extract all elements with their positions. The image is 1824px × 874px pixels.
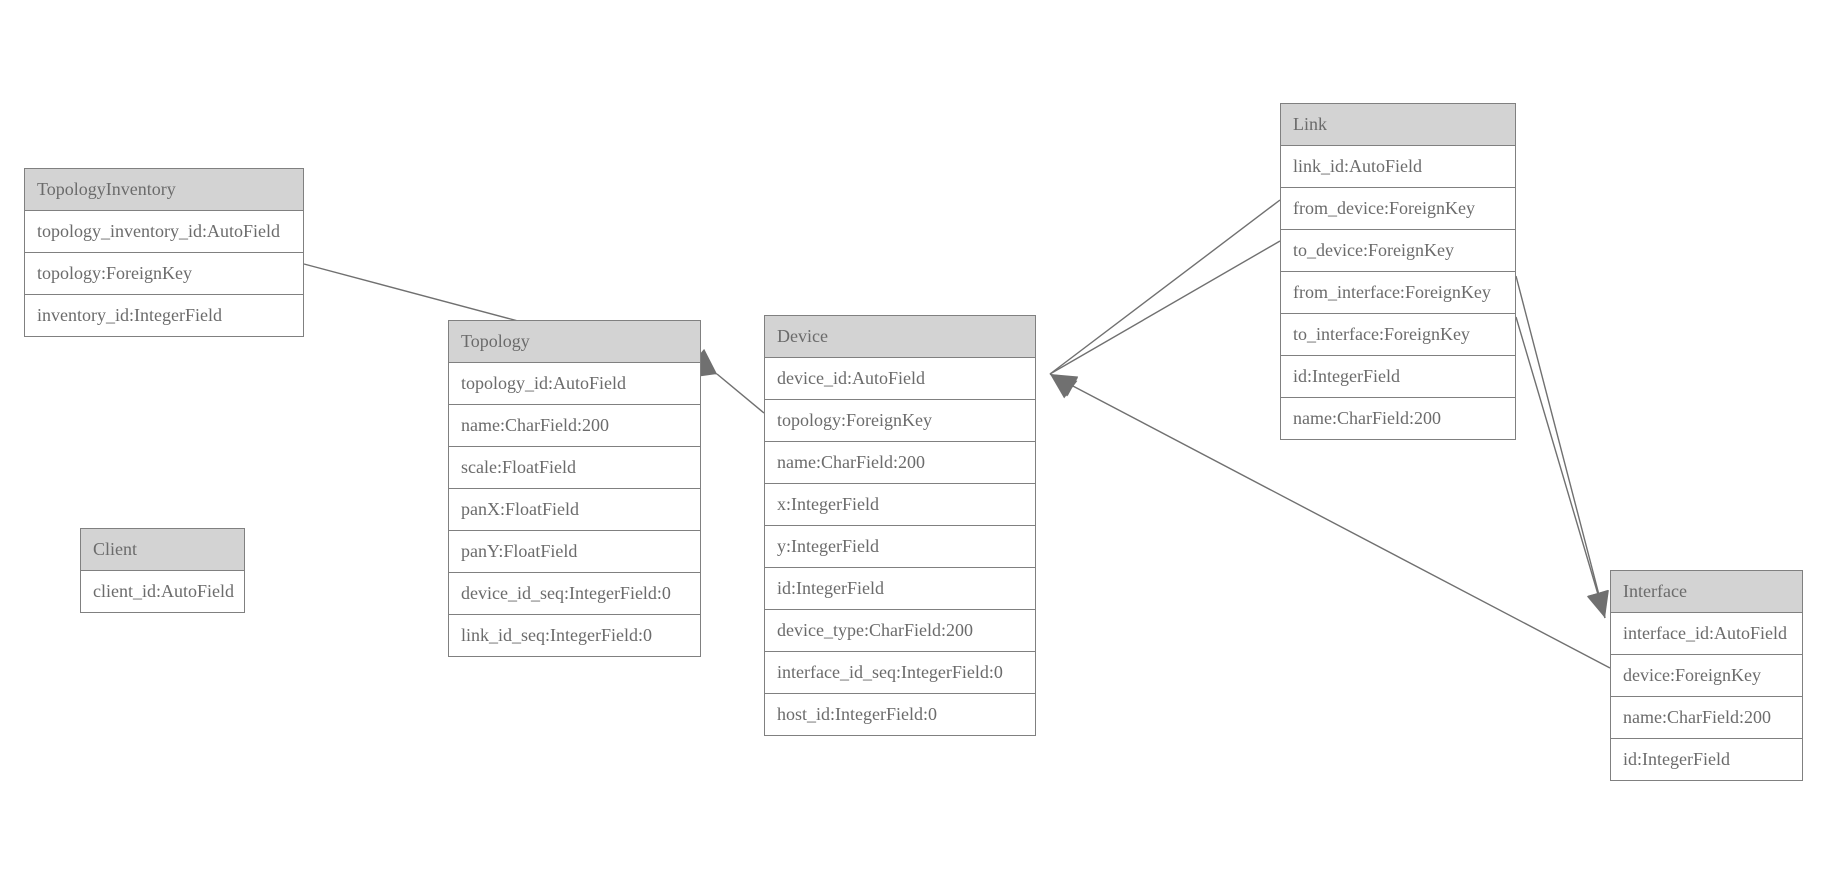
relation-line [1515, 275, 1606, 619]
field-row: device:ForeignKey [1611, 655, 1802, 697]
field-row: link_id_seq:IntegerField:0 [449, 615, 700, 656]
rel-device-topology [690, 348, 765, 414]
relation-line [1515, 316, 1606, 619]
field-row: panX:FloatField [449, 489, 700, 531]
field-row: x:IntegerField [765, 484, 1035, 526]
field-row: device_id:AutoField [765, 358, 1035, 400]
field-row: interface_id_seq:IntegerField:0 [765, 652, 1035, 694]
field-row: id:IntegerField [1281, 356, 1515, 398]
field-row: panY:FloatField [449, 531, 700, 573]
field-row: name:CharField:200 [1611, 697, 1802, 739]
entity-title-topology_inventory: TopologyInventory [25, 169, 303, 211]
rel-link-interface-from [1515, 275, 1609, 619]
field-row: to_interface:ForeignKey [1281, 314, 1515, 356]
rel-link-interface-to [1515, 316, 1608, 619]
relation-arrowhead [1586, 589, 1608, 618]
field-row: topology:ForeignKey [25, 253, 303, 295]
rel-link-device-from [1049, 199, 1281, 399]
field-row: link_id:AutoField [1281, 146, 1515, 188]
entity-title-device: Device [765, 316, 1035, 358]
field-row: device_type:CharField:200 [765, 610, 1035, 652]
field-row: device_id_seq:IntegerField:0 [449, 573, 700, 615]
field-row: id:IntegerField [765, 568, 1035, 610]
field-row: from_device:ForeignKey [1281, 188, 1515, 230]
entity-title-link: Link [1281, 104, 1515, 146]
field-row: host_id:IntegerField:0 [765, 694, 1035, 735]
field-row: topology_inventory_id:AutoField [25, 211, 303, 253]
entity-title-client: Client [81, 529, 244, 571]
entity-fields-client: client_id:AutoField [81, 571, 244, 612]
field-row: topology:ForeignKey [765, 400, 1035, 442]
field-row: inventory_id:IntegerField [25, 295, 303, 336]
field-row: y:IntegerField [765, 526, 1035, 568]
field-row: from_interface:ForeignKey [1281, 272, 1515, 314]
field-row: scale:FloatField [449, 447, 700, 489]
field-row: topology_id:AutoField [449, 363, 700, 405]
field-row: interface_id:AutoField [1611, 613, 1802, 655]
relation-arrowhead [1587, 590, 1609, 618]
field-row: id:IntegerField [1611, 739, 1802, 780]
field-row: name:CharField:200 [765, 442, 1035, 484]
relation-arrowhead [1050, 374, 1079, 397]
field-row: name:CharField:200 [449, 405, 700, 447]
entity-title-interface: Interface [1611, 571, 1802, 613]
relation-arrowhead [1050, 374, 1079, 396]
relation-line [1049, 199, 1281, 375]
field-row: to_device:ForeignKey [1281, 230, 1515, 272]
rel-link-device-to [1049, 240, 1281, 397]
relation-line [716, 373, 765, 414]
relation-line [1049, 240, 1281, 375]
field-row: client_id:AutoField [81, 571, 244, 612]
field-row: name:CharField:200 [1281, 398, 1515, 439]
relation-arrowhead [1050, 374, 1078, 399]
entity-title-topology: Topology [449, 321, 700, 363]
